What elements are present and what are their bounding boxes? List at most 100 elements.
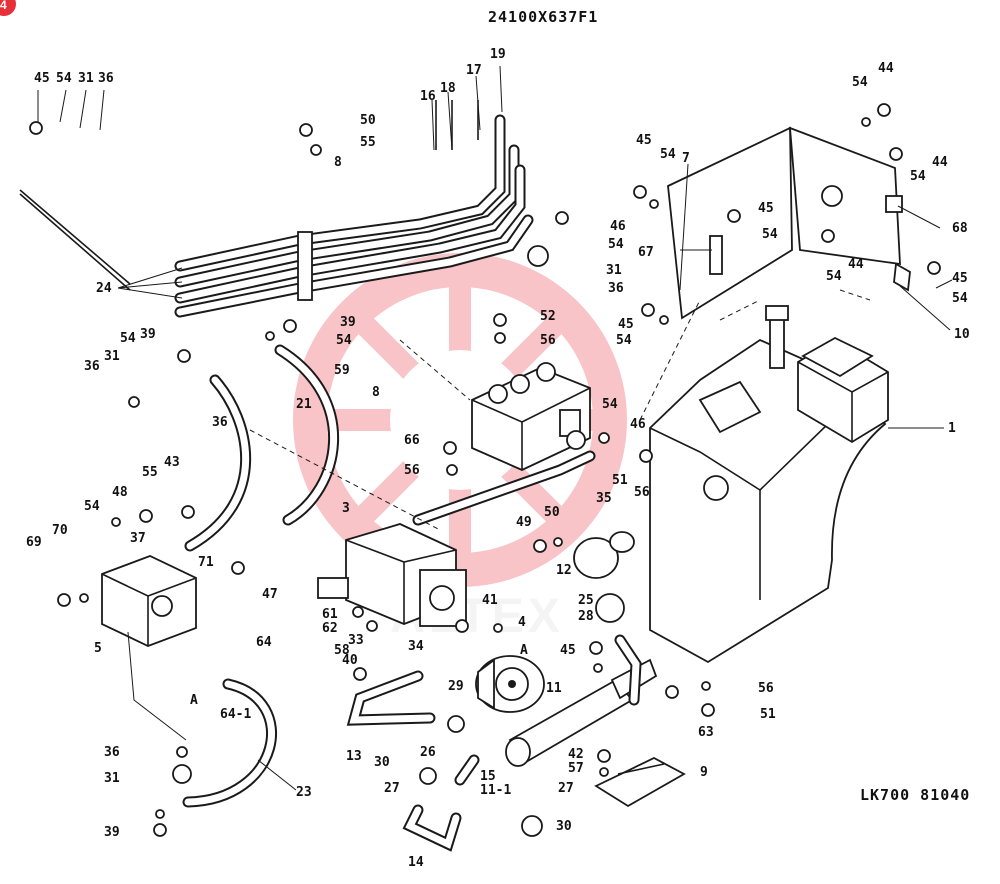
drawing-title: 24100X637F1 xyxy=(488,8,598,26)
callout-12: 12 xyxy=(556,563,572,578)
skid-plate xyxy=(594,756,686,808)
callout-A-hose: A xyxy=(190,693,198,708)
callout-43: 43 xyxy=(164,455,180,470)
callout-47: 47 xyxy=(262,587,278,602)
hose-21 xyxy=(184,344,339,552)
callout-50-b: 50 xyxy=(544,505,560,520)
callout-50: 50 xyxy=(360,113,376,128)
callout-55-b: 55 xyxy=(142,465,158,480)
callout-A-motor: A xyxy=(520,643,528,658)
callout-33: 33 xyxy=(348,633,364,648)
callout-54-top: 54 xyxy=(56,71,72,86)
flow-divider xyxy=(101,555,197,647)
callout-45-plate: 45 xyxy=(758,201,774,216)
callout-19: 19 xyxy=(490,47,506,62)
callout-34: 34 xyxy=(408,639,424,654)
callout-21: 21 xyxy=(296,397,312,412)
callout-52: 52 xyxy=(540,309,556,324)
callout-30-b: 30 xyxy=(556,819,572,834)
callout-54-valve-b: 54 xyxy=(602,397,618,412)
callout-57: 57 xyxy=(568,761,584,776)
callout-54-hose: 54 xyxy=(336,333,352,348)
callout-23: 23 xyxy=(296,785,312,800)
callout-45-mid: 45 xyxy=(618,317,634,332)
callout-11-1: 11-1 xyxy=(480,783,511,798)
callout-54-plate: 54 xyxy=(762,227,778,242)
callout-45-right: 45 xyxy=(952,271,968,286)
callout-56-c: 56 xyxy=(634,485,650,500)
callout-36-left: 36 xyxy=(84,359,100,374)
callout-54-far: 54 xyxy=(952,291,968,306)
hydraulic-motor xyxy=(475,655,545,713)
callout-46-b: 46 xyxy=(630,417,646,432)
callout-63: 63 xyxy=(698,725,714,740)
callout-42: 42 xyxy=(568,747,584,762)
return-pipes xyxy=(346,670,480,852)
callout-54-mid: 54 xyxy=(826,269,842,284)
callout-36-bottom: 36 xyxy=(104,745,120,760)
callout-15: 15 xyxy=(480,769,496,784)
callout-28: 28 xyxy=(578,609,594,624)
callout-41: 41 xyxy=(482,593,498,608)
callout-36-mid: 36 xyxy=(212,415,228,430)
callout-51: 51 xyxy=(612,473,628,488)
callout-29: 29 xyxy=(448,679,464,694)
callout-3: 3 xyxy=(342,501,350,516)
hydraulic-pump xyxy=(317,523,467,627)
callout-70: 70 xyxy=(52,523,68,538)
callout-64: 64 xyxy=(256,635,272,650)
callout-27-b: 27 xyxy=(558,781,574,796)
callout-13: 13 xyxy=(346,749,362,764)
callout-59: 59 xyxy=(334,363,350,378)
callout-40: 40 xyxy=(342,653,358,668)
callout-54-valve: 54 xyxy=(608,237,624,252)
callout-44-mid: 44 xyxy=(848,257,864,272)
callout-61: 61 xyxy=(322,607,338,622)
callout-51-b: 51 xyxy=(760,707,776,722)
callout-44-right: 44 xyxy=(932,155,948,170)
callout-45-top: 45 xyxy=(34,71,50,86)
callout-7: 7 xyxy=(682,151,690,166)
callout-31-valve: 31 xyxy=(606,263,622,278)
callout-16: 16 xyxy=(420,89,436,104)
callout-31-top: 31 xyxy=(78,71,94,86)
callout-4: 4 xyxy=(518,615,526,630)
control-valve xyxy=(471,245,591,471)
callout-24: 24 xyxy=(96,281,112,296)
callout-44-top: 44 xyxy=(878,61,894,76)
callout-54-lower: 54 xyxy=(616,333,632,348)
steel-pipe-bundle xyxy=(19,100,534,318)
callout-56-d: 56 xyxy=(758,681,774,696)
callout-14: 14 xyxy=(408,855,424,870)
callout-11: 11 xyxy=(546,681,562,696)
callout-56: 56 xyxy=(540,333,556,348)
callout-55: 55 xyxy=(360,135,376,150)
callout-18: 18 xyxy=(440,81,456,96)
callout-39: 39 xyxy=(340,315,356,330)
callout-8-b: 8 xyxy=(372,385,380,400)
drawing-code: LK700 81040 xyxy=(860,786,970,804)
callout-58: 58 xyxy=(334,643,350,658)
callout-54-right: 54 xyxy=(910,169,926,184)
callout-45-bracket: 45 xyxy=(636,133,652,148)
callout-69: 69 xyxy=(26,535,42,550)
callout-37: 37 xyxy=(130,531,146,546)
callout-8: 8 xyxy=(334,155,342,170)
leader-lines xyxy=(37,65,953,791)
callout-30: 30 xyxy=(374,755,390,770)
hydraulic-tank xyxy=(649,305,889,664)
callout-54-div: 54 xyxy=(84,499,100,514)
fasteners xyxy=(29,103,941,837)
callout-26: 26 xyxy=(420,745,436,760)
hose-23 xyxy=(182,678,278,808)
badge-label: 4 xyxy=(0,0,7,12)
callout-67: 67 xyxy=(638,245,654,260)
callout-62: 62 xyxy=(322,621,338,636)
callout-48: 48 xyxy=(112,485,128,500)
callout-54-bracket: 54 xyxy=(660,147,676,162)
callout-46: 46 xyxy=(610,219,626,234)
callout-39-left: 39 xyxy=(140,327,156,342)
callout-68: 68 xyxy=(952,221,968,236)
callout-54-tank: 54 xyxy=(852,75,868,90)
callout-54-left: 54 xyxy=(120,331,136,346)
